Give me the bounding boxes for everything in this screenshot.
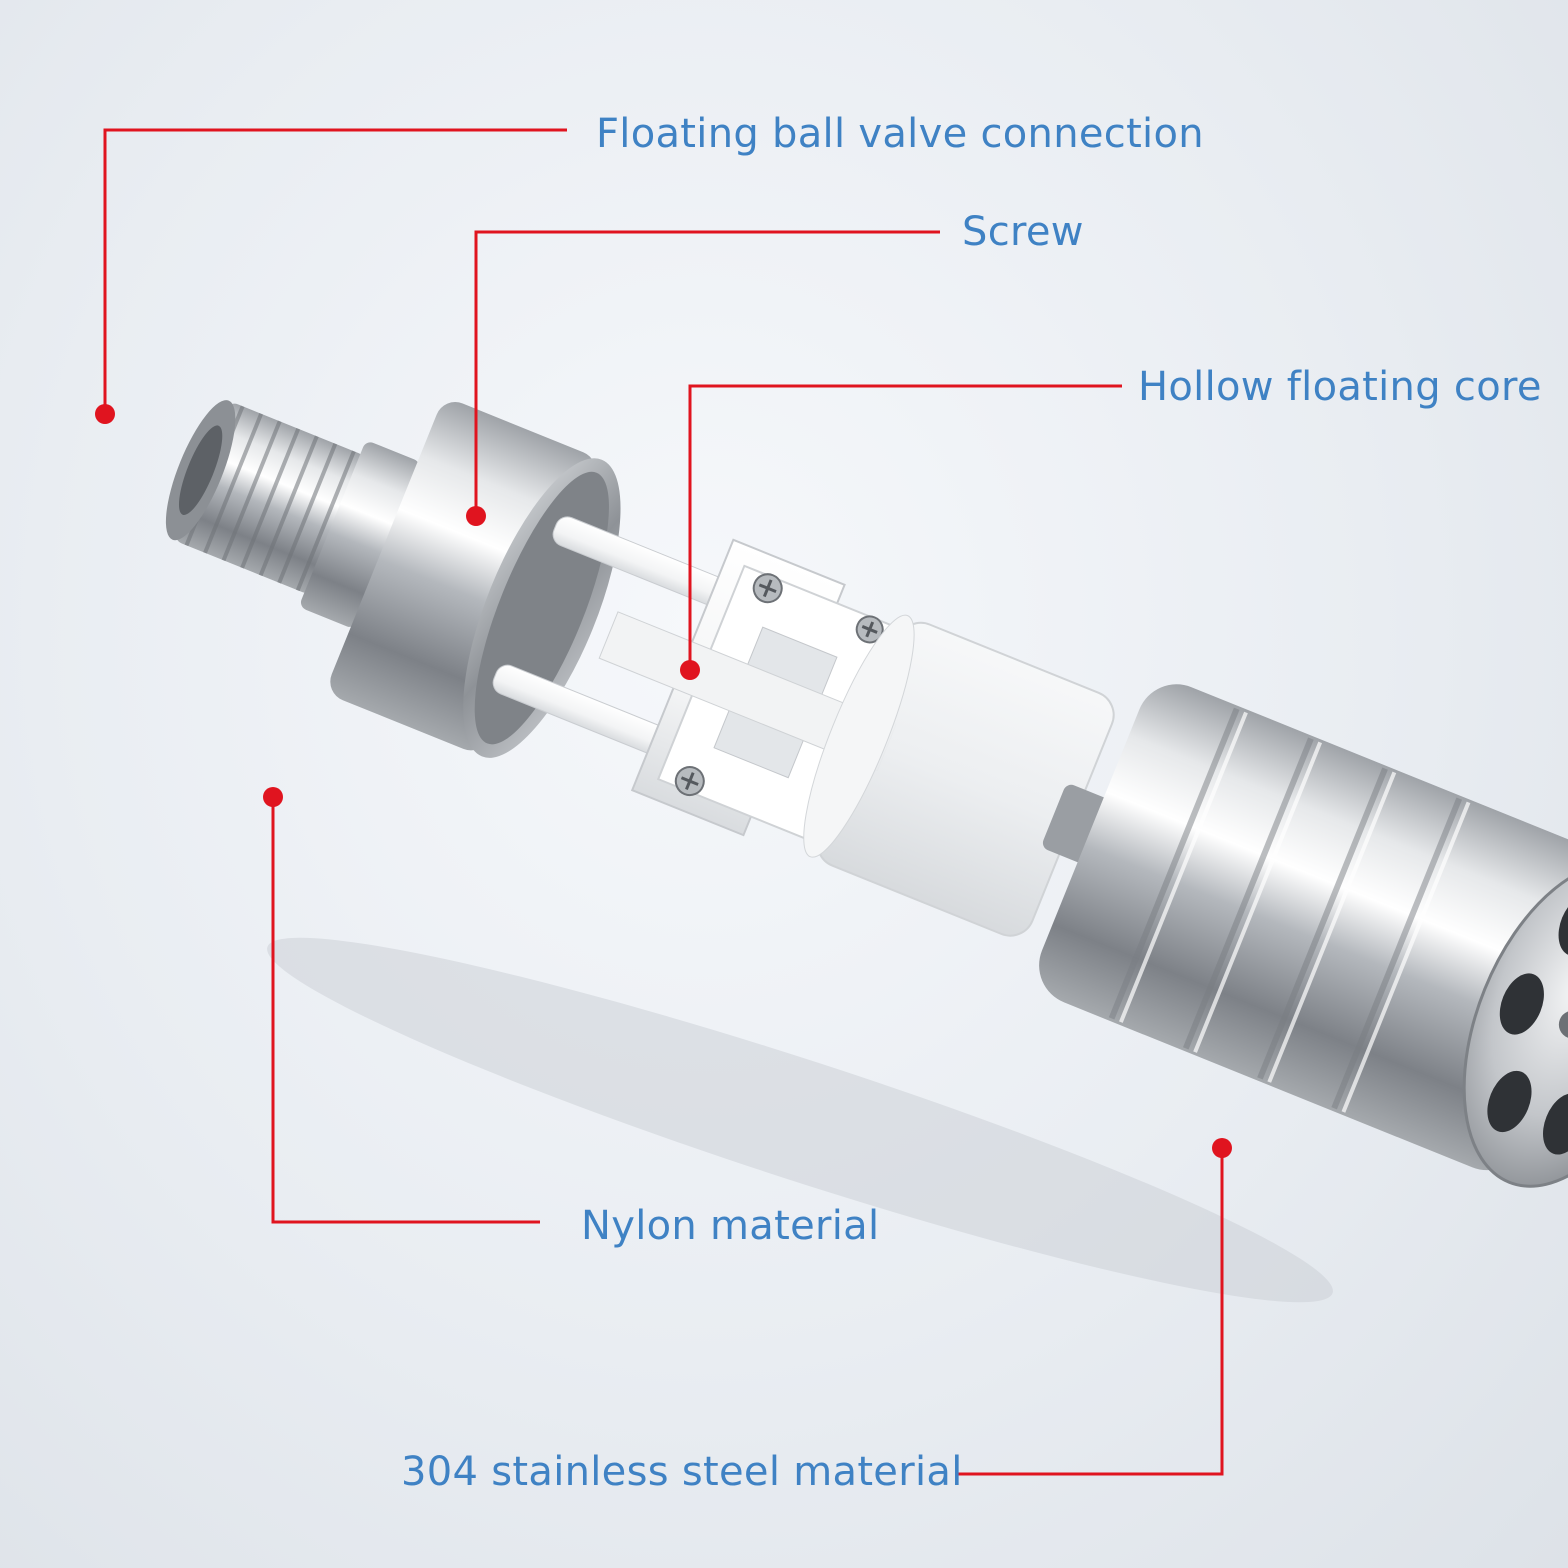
leader-line-hollow-core	[688, 384, 1122, 668]
leader-line-ball-valve-connection	[103, 128, 567, 412]
leader-line-stainless	[956, 1148, 1224, 1476]
label-hollow-floating-core: Hollow floating core	[1138, 364, 1542, 410]
marker-dot-nylon	[263, 787, 283, 807]
marker-dot-stainless	[1212, 1138, 1232, 1158]
label-stainless-steel-material: 304 stainless steel material	[401, 1449, 963, 1495]
nylon-frame	[492, 516, 897, 841]
threaded-connector	[165, 400, 365, 593]
leader-line-screw	[474, 230, 940, 514]
valve-assembly	[165, 400, 1568, 1188]
screw-head	[752, 573, 783, 604]
marker-dot-screw	[466, 506, 486, 526]
hollow-floating-core	[803, 614, 1115, 937]
screw-head	[674, 766, 705, 797]
leader-line-nylon	[271, 796, 540, 1224]
label-screw: Screw	[962, 209, 1084, 255]
label-ball-valve-connection: Floating ball valve connection	[596, 111, 1204, 157]
marker-dot-hollow-core	[680, 660, 700, 680]
steel-float-cylinder	[1039, 684, 1568, 1188]
label-nylon-material: Nylon material	[581, 1203, 880, 1249]
drop-shadow	[267, 937, 1333, 1303]
marker-dot-ball-valve-connection	[95, 404, 115, 424]
collar	[300, 442, 420, 627]
